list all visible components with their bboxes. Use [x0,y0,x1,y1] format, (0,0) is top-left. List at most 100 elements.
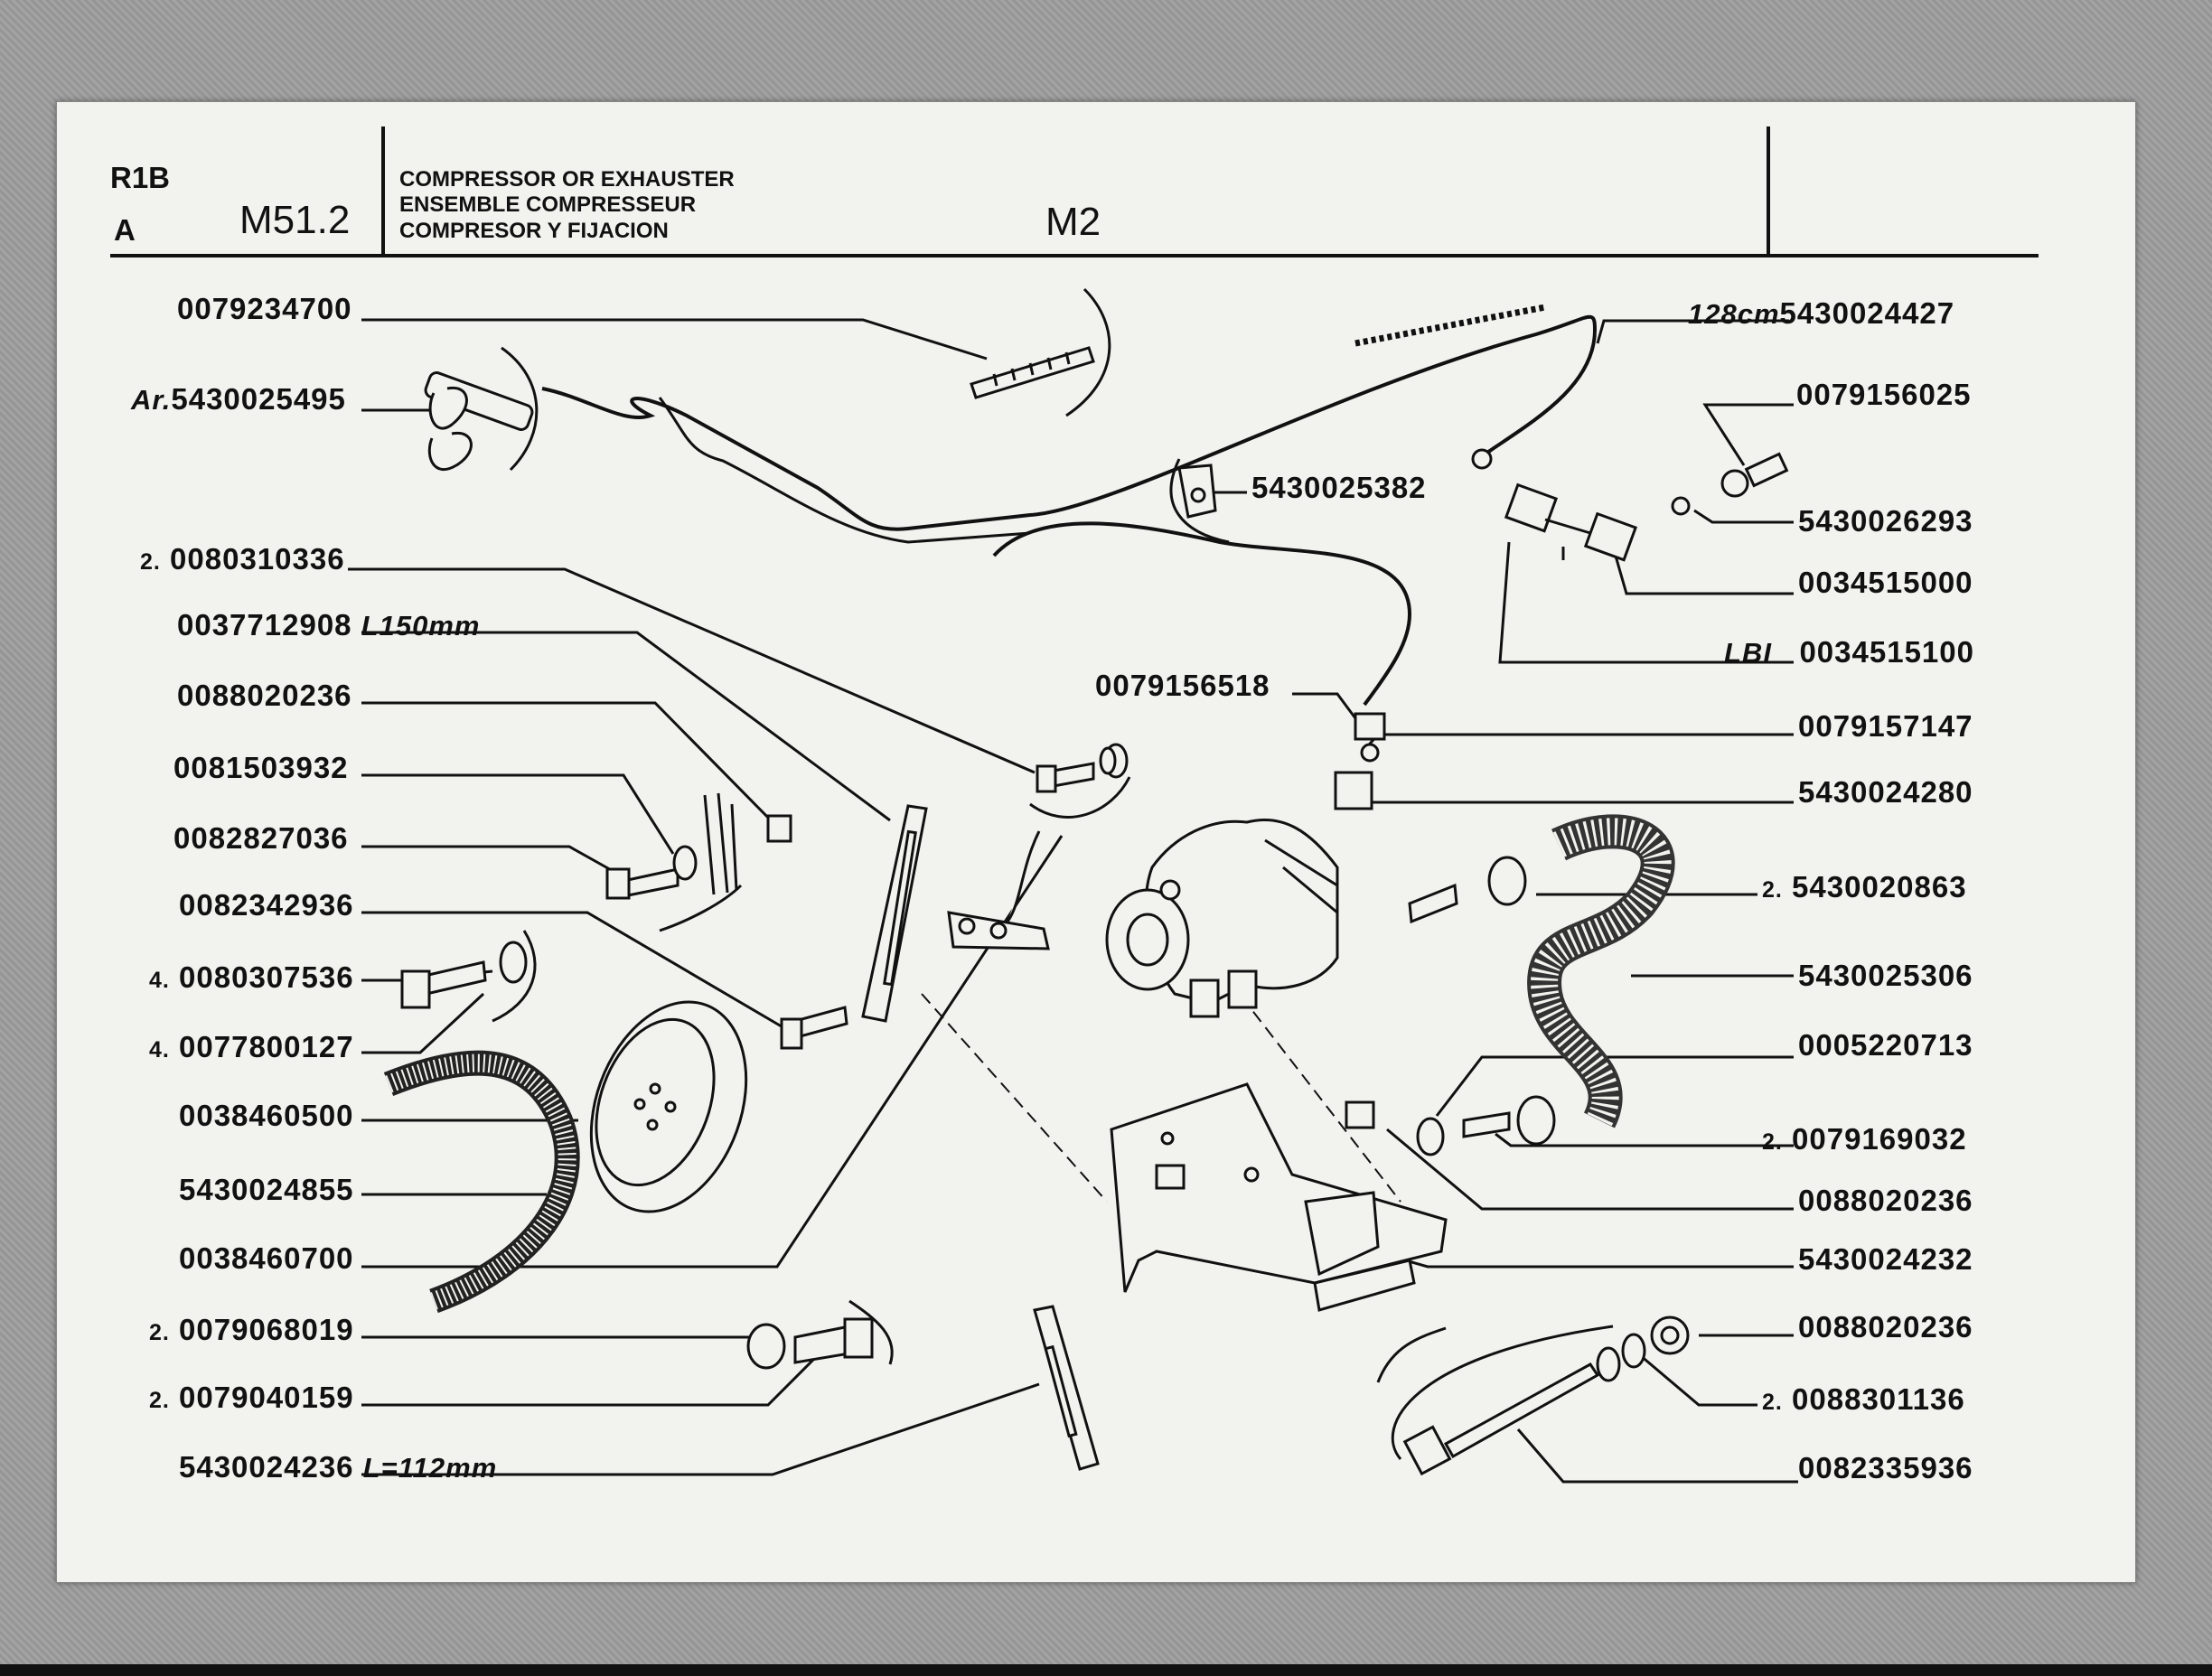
tensioner-bracket [947,830,1050,950]
part-label: 2. 5430020863 [1762,870,1967,904]
hose-clamp [1345,856,1556,1156]
leader-line [361,1382,1040,1476]
leader-line [361,318,988,360]
banjo-fitting [1334,712,1386,810]
pulley [589,1000,748,1213]
part-label: 0081503932 [173,751,349,784]
leader-line [1611,546,1794,595]
leader-line [361,631,891,822]
leader-line [1693,509,1794,524]
part-label: 5430024236 L=112mm [179,1450,498,1484]
part-label: 2. 0079169032 [1762,1122,1967,1156]
assembly-line [1228,979,1401,1203]
leader-line [1495,1132,1794,1147]
callout-arc [1065,287,1111,417]
part-label: 0082342936 [179,888,354,922]
leader-line [1395,1256,1794,1269]
callout-arc [1029,776,1131,819]
assembly-line [921,993,1108,1203]
leader-line [1363,733,1794,751]
title-french: ENSEMBLE COMPRESSEUR [399,192,697,217]
leader-line [1596,319,1789,344]
rubber-hose [1527,814,1675,1128]
leader-line [361,845,615,874]
slotted-link [1033,1305,1100,1471]
part-label: 0079156518 [1095,669,1270,702]
bolt [605,792,792,900]
part-label: 2. 0088301136 [1762,1382,1965,1416]
callout-arc [1376,1326,1447,1383]
title-spanish: COMPRESOR Y FIJACION [399,219,669,243]
part-label: 0038460700 [179,1241,354,1275]
leader-line [1435,1055,1794,1117]
part-label: 0082827036 [173,821,349,855]
model-code: R1B [110,161,171,194]
bolt [1036,743,1129,793]
callout-arc [659,884,743,932]
leader-line [361,911,792,1034]
leader-line [361,773,675,855]
compressor [1105,818,1339,1018]
leader-line [1702,403,1794,466]
group-code: M2 [1045,200,1101,244]
t-fitting [1471,448,1789,562]
part-label: 0088020236 [1798,1310,1973,1344]
bracket-tab [1177,463,1217,519]
leader-line [1386,1128,1794,1211]
drive-belt [383,1050,580,1314]
leader-line [1292,692,1357,719]
part-label: LBI 0034515100 [1724,635,1974,669]
part-label: 0088020236 [1798,1184,1973,1217]
part-label: 0079156025 [1796,378,1972,411]
part-label: 5430026293 [1798,504,1973,538]
vacuum-pipe-return [658,397,1031,544]
callout-arc [1169,458,1230,544]
part-label: 0005220713 [1798,1028,1973,1062]
leader-line [1498,541,1794,664]
bolt [780,1006,848,1050]
title-english: COMPRESSOR OR EXHAUSTER [399,167,735,192]
variant-code: A [114,213,136,247]
scan-bottom-edge [0,1664,2212,1676]
mounting-bracket [1110,1082,1448,1312]
part-label: 128cm5430024427 [1688,296,1955,330]
leader-line [361,1353,820,1407]
pipe-clip [424,371,534,472]
callout-arc [1391,1325,1614,1460]
part-label: 5430024280 [1798,775,1973,809]
part-label: 5430024855 [179,1173,354,1206]
part-label: 0088020236 [177,679,352,712]
part-label: 2. 0080310336 [140,542,345,576]
leader-line [361,701,776,826]
part-label: 0038460500 [179,1099,354,1132]
part-label: 5430024232 [1798,1242,1973,1276]
adjusting-link [861,804,928,1023]
part-label: 0082335936 [1798,1451,1973,1484]
part-label: 4. 0080307536 [149,960,354,994]
through-bolt [1402,1316,1690,1476]
bolt [746,1317,874,1370]
leader-line [361,992,485,1054]
leader-line [1516,1428,1798,1484]
part-label: 0079234700 [177,292,352,325]
callout-arc [848,1299,894,1365]
callout-arc [492,930,537,1023]
leader-line [348,567,1036,774]
part-label: 0034515000 [1798,566,1973,599]
part-label: 4. 0077800127 [149,1030,354,1063]
part-label: 2. 0079040159 [149,1381,354,1414]
drive-belt-texture [385,1053,576,1310]
part-label: 5430025306 [1798,959,1973,992]
callout-arc [501,346,539,472]
part-label: Ar.5430025495 [131,382,346,416]
part-label: 0037712908 L150mm [177,608,481,641]
vacuum-pipe [541,314,1598,531]
part-label: 2. 0079068019 [149,1313,354,1346]
feed-pipe [992,521,1412,707]
part-label: 0079157147 [1798,709,1973,743]
bolt [400,941,528,1009]
pipe-connector [970,346,1095,399]
section-code: M51.2 [239,198,351,242]
part-label: 5430025382 [1251,471,1427,504]
